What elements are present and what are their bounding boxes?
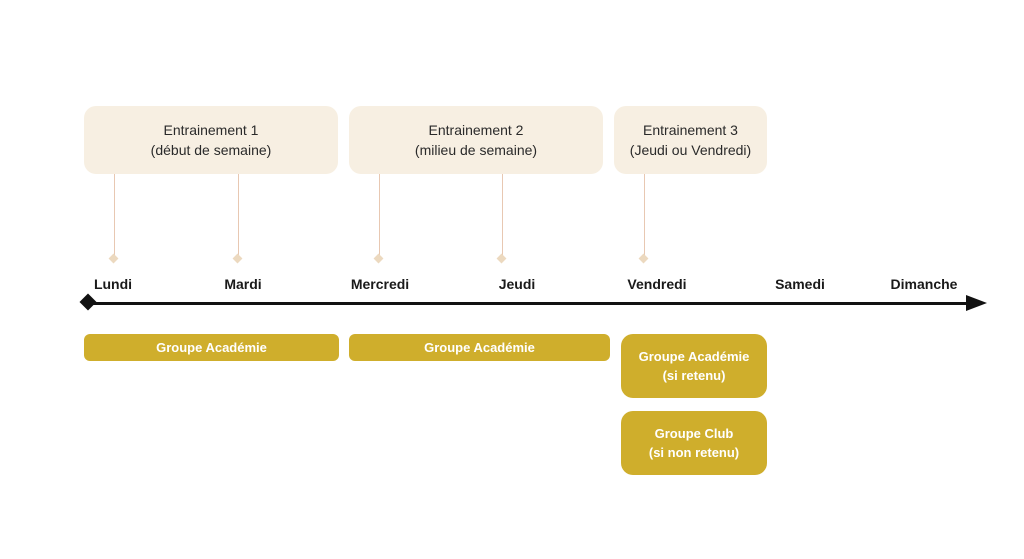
day-label-dimanche: Dimanche	[890, 276, 958, 292]
timeline-axis	[90, 302, 970, 305]
session-title: Entrainement 3	[643, 122, 738, 138]
day-label-mardi: Mardi	[224, 276, 262, 292]
session-subtitle: (début de semaine)	[150, 142, 272, 158]
group-label: Groupe Académie	[424, 340, 535, 355]
timeline-arrow-icon	[966, 295, 987, 311]
connector-line	[114, 174, 115, 258]
connector-line	[644, 174, 645, 258]
connector-line	[502, 174, 503, 258]
session-title: Entrainement 2	[428, 122, 524, 138]
group-box-3: Groupe Académie (si retenu)	[621, 334, 767, 398]
connector-diamond	[496, 253, 507, 264]
connector-line	[379, 174, 380, 258]
day-label-vendredi: Vendredi	[627, 276, 687, 292]
group-label: Groupe Académie	[638, 349, 750, 364]
session-subtitle: (milieu de semaine)	[414, 142, 538, 158]
group-label: Groupe Club	[654, 426, 734, 441]
connector-line	[238, 174, 239, 258]
session-title: Entrainement 1	[163, 122, 259, 138]
connector-diamond	[108, 253, 119, 264]
day-label-mercredi: Mercredi	[350, 276, 410, 292]
group-box-1: Groupe Académie	[84, 334, 339, 361]
connector-diamond	[373, 253, 384, 264]
day-label-lundi: Lundi	[93, 276, 133, 292]
session-box-1: Entrainement 1 (début de semaine)	[84, 106, 338, 174]
session-box-2: Entrainement 2 (milieu de semaine)	[349, 106, 603, 174]
group-box-4: Groupe Club (si non retenu)	[621, 411, 767, 475]
timeline-start-diamond	[79, 293, 97, 311]
group-box-2: Groupe Académie	[349, 334, 610, 361]
session-box-3: Entrainement 3 (Jeudi ou Vendredi)	[614, 106, 767, 174]
day-label-samedi: Samedi	[775, 276, 825, 292]
group-sublabel: (si non retenu)	[648, 445, 740, 460]
connector-diamond	[232, 253, 243, 264]
session-subtitle: (Jeudi ou Vendredi)	[629, 142, 752, 158]
day-label-jeudi: Jeudi	[498, 276, 536, 292]
group-sublabel: (si retenu)	[662, 368, 726, 383]
group-label: Groupe Académie	[156, 340, 267, 355]
connector-diamond	[638, 253, 649, 264]
